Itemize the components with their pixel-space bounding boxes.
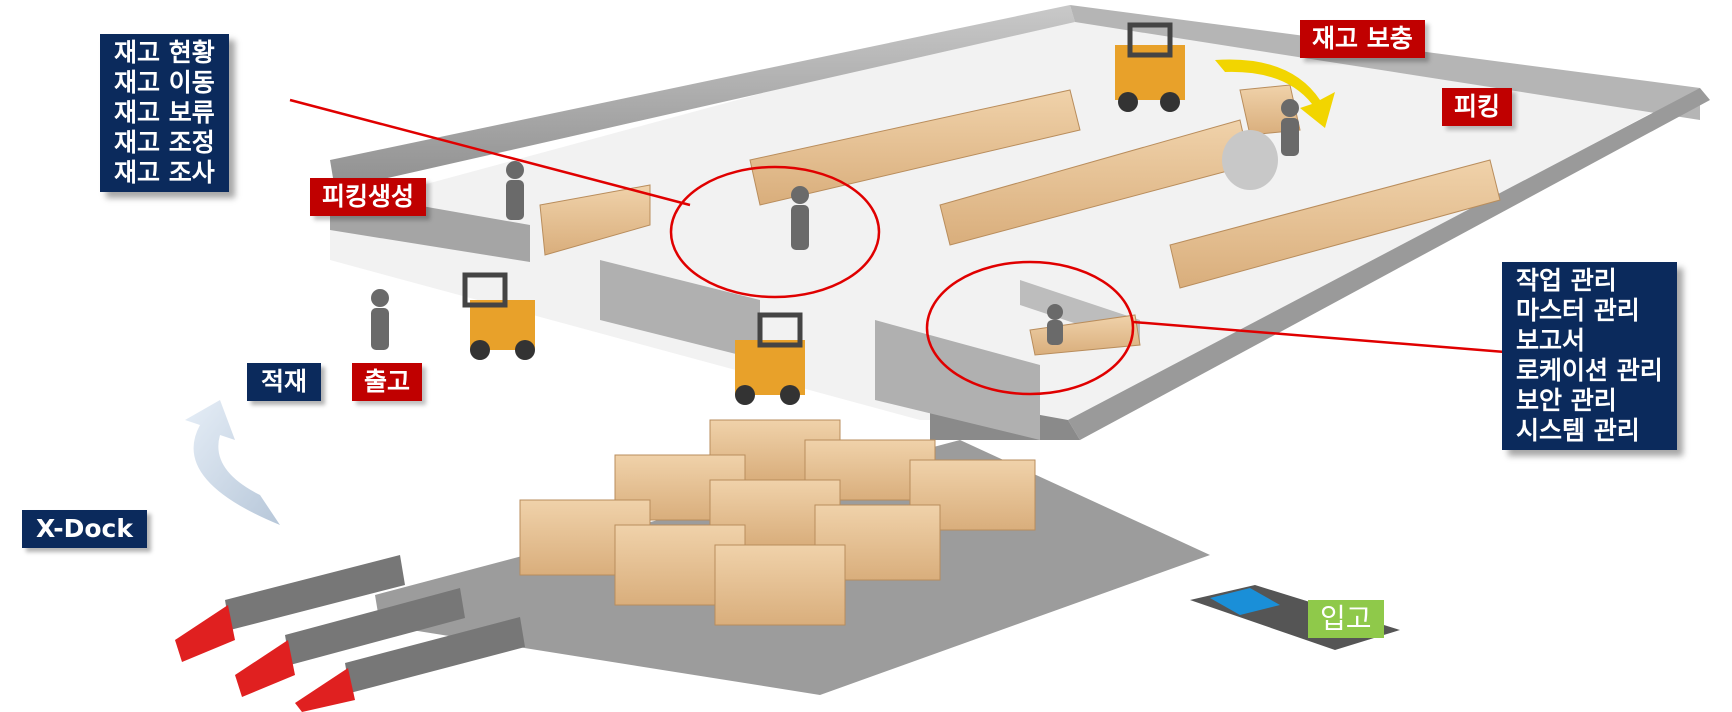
worker-icon [371,99,1299,350]
xdock-arrow-icon [185,400,280,525]
label-shipping: 출고 [352,363,423,401]
management-menu-item: 로케이션 관리 [1516,356,1663,385]
storage-racks [539,84,1501,356]
inventory-menu-item: 재고 현황 [114,38,215,67]
label-picking: 피킹 [1442,88,1513,126]
callout-markers [289,98,1506,396]
replenish-arrow [1215,59,1335,128]
inventory-menu-item: 재고 이동 [114,68,215,97]
inventory-menu-box: 재고 현황 재고 이동 재고 보류 재고 조정 재고 조사 [100,34,229,192]
forklift-icon [1115,22,1185,112]
label-loading: 적재 [247,363,322,401]
truck-icon [175,555,525,712]
management-menu-item: 작업 관리 [1516,266,1617,295]
management-menu-box: 작업 관리 마스터 관리 보고서 로케이션 관리 보안 관리 시스템 관리 [1502,262,1677,450]
label-stock-replenish: 재고 보충 [1300,20,1425,58]
inventory-menu-item: 재고 조사 [114,158,215,187]
management-menu-item: 마스터 관리 [1516,296,1640,325]
inventory-menu-item: 재고 조정 [114,128,215,157]
label-xdock: X-Dock [22,510,147,548]
management-menu-item: 보안 관리 [1516,386,1617,415]
management-menu-item: 보고서 [1516,326,1586,355]
pallet-stacks [519,419,1036,626]
forklift-icon [735,312,805,405]
management-menu-item: 시스템 관리 [1516,416,1640,445]
forklift-icon [462,272,535,360]
label-picking-create: 피킹생성 [310,178,427,216]
label-receiving: 입고 [1308,600,1384,638]
inventory-menu-item: 재고 보류 [114,98,215,127]
cart-icon [1222,130,1278,190]
